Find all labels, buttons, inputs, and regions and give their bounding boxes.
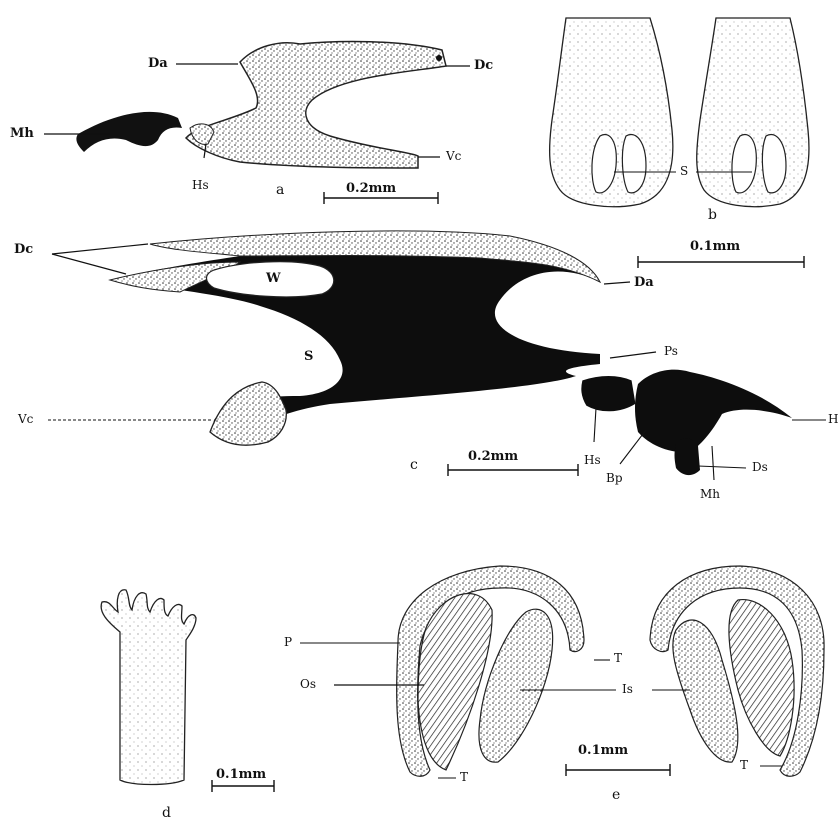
ds-piece-c: [675, 438, 701, 475]
scale-label-c: 0.2mm: [468, 450, 518, 463]
label-e-t-top: T: [614, 652, 622, 664]
mh-block-c: [635, 370, 792, 453]
panel-letter-c: c: [410, 458, 418, 472]
label-c-ps: Ps: [664, 345, 678, 357]
tentacle-structure-d: [101, 590, 196, 785]
label-c-w: W: [266, 272, 281, 285]
label-a-hs: Hs: [192, 179, 209, 191]
label-e-is: Is: [622, 683, 633, 695]
label-c-hs: Hs: [584, 454, 601, 466]
panel-letter-e: e: [612, 788, 620, 802]
hs-block-c: [581, 376, 636, 412]
label-a-da: Da: [148, 57, 168, 70]
panel-c-drawing: [48, 231, 826, 480]
scale-label-b: 0.1mm: [690, 240, 740, 253]
panel-e-drawing: [300, 566, 824, 778]
skeletal-element-a: [186, 42, 446, 168]
label-c-ds: Ds: [752, 461, 768, 473]
label-c-da: Da: [634, 276, 654, 289]
panel-b-drawing: [550, 18, 809, 268]
label-e-t-right: T: [740, 759, 748, 771]
label-e-t-left: T: [460, 771, 468, 783]
scale-label-a: 0.2mm: [346, 182, 396, 195]
label-e-os: Os: [300, 678, 316, 690]
mh-hook-a: [76, 112, 182, 152]
label-c-dc: Dc: [14, 243, 33, 256]
scale-label-d: 0.1mm: [216, 768, 266, 781]
scale-label-e: 0.1mm: [578, 744, 628, 757]
label-e-p: P: [284, 636, 292, 648]
label-c-h: H: [828, 413, 838, 425]
label-c-s: S: [304, 350, 313, 363]
panel-letter-a: a: [276, 183, 284, 197]
label-c-vc: Vc: [18, 413, 33, 425]
dc-mark-a: [436, 55, 442, 61]
panel-a-drawing: [44, 42, 470, 204]
label-a-mh: Mh: [10, 127, 34, 140]
panel-letter-d: d: [162, 806, 171, 820]
label-b-s: S: [680, 165, 688, 177]
label-a-vc: Vc: [446, 150, 461, 162]
panel-letter-b: b: [708, 208, 717, 222]
label-c-mh: Mh: [700, 488, 720, 500]
label-c-bp: Bp: [606, 472, 623, 484]
vc-block-c: [210, 382, 286, 445]
panel-d-drawing: [101, 590, 274, 792]
label-a-dc: Dc: [474, 59, 493, 72]
